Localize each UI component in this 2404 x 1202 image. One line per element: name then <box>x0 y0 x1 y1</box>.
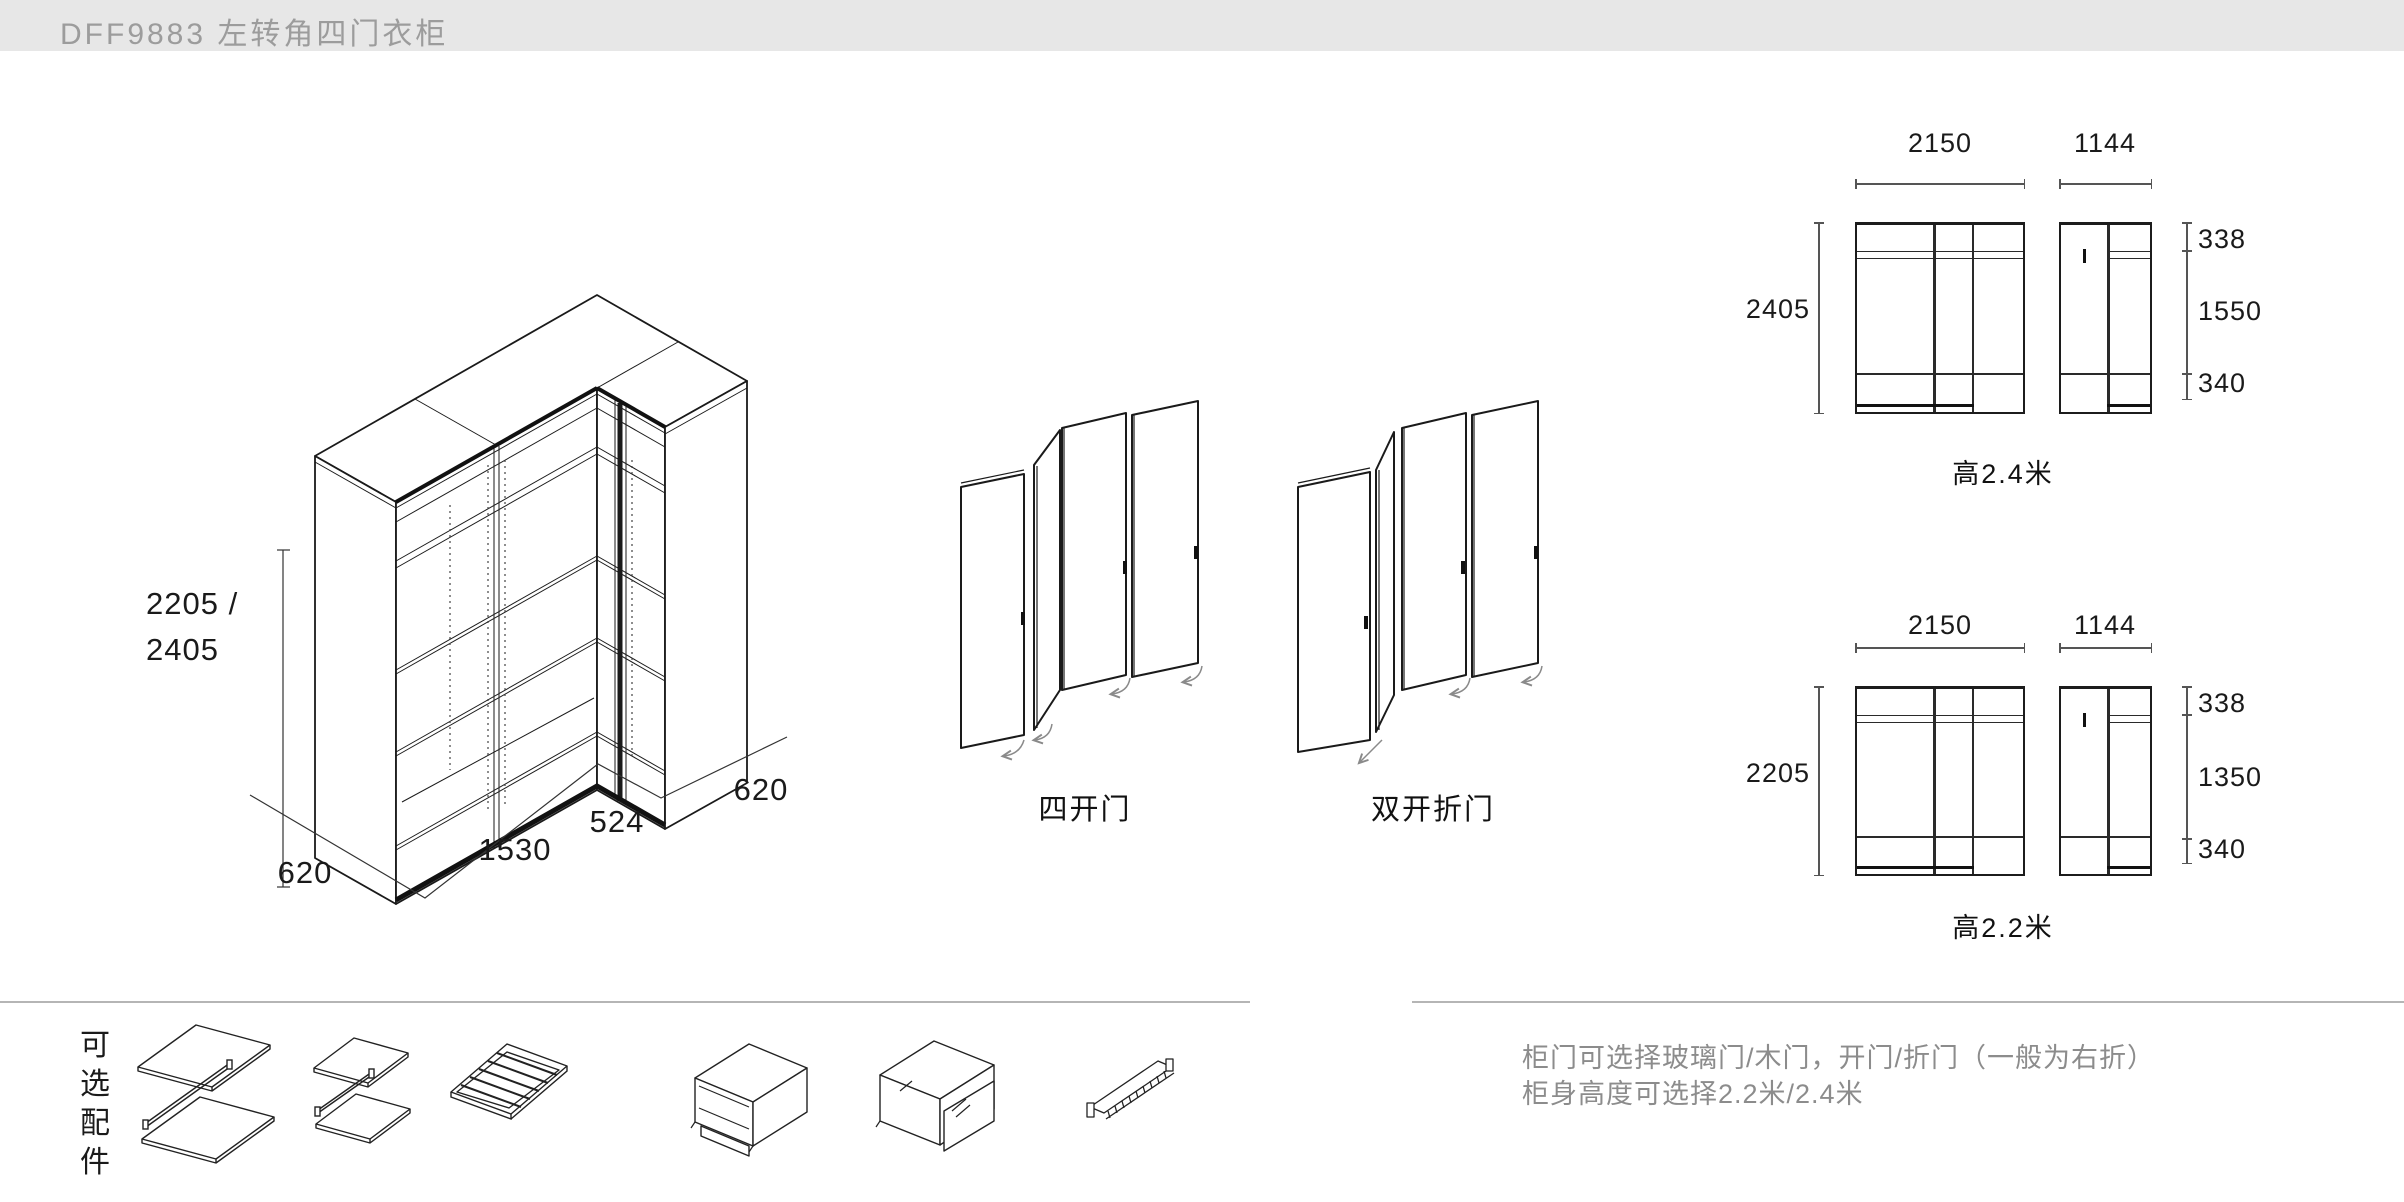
hook-mark <box>2083 249 2086 263</box>
elevB-front-left-unit <box>1855 686 2025 876</box>
elevB-width-main-dimline <box>1855 643 2025 653</box>
door-option1-caption: 四开门 <box>1038 794 1132 826</box>
optional-accessories-label: 可选配件 <box>80 1029 110 1179</box>
elevB-seg-mid-label: 1350 <box>2198 762 2263 792</box>
elevA-seg-bottom-label: 340 <box>2198 368 2247 398</box>
dim-width-corner: 524 <box>589 804 645 839</box>
door-option2-caption: 双开折门 <box>1370 794 1495 826</box>
double-shelf-with-rod-icon <box>137 1024 275 1164</box>
trouser-rack-icon <box>450 1043 568 1121</box>
shelf-line <box>1857 836 2023 838</box>
elevA-seg-top-label: 338 <box>2198 224 2247 254</box>
elevA-caption: 高2.4米 <box>1952 459 2054 489</box>
open-drawer-unit-icon <box>690 1043 808 1157</box>
elevA-width-side-label: 1144 <box>2073 128 2137 158</box>
divider-line <box>1933 689 1936 874</box>
section-divider-left <box>0 1001 1250 1003</box>
dim-width-main: 1530 <box>478 832 552 867</box>
elevA-height-dimline <box>1814 222 1824 414</box>
elevA-seg-mid-label: 1550 <box>2198 296 2263 326</box>
elevA-width-side-dimline <box>2059 179 2152 189</box>
hook-mark <box>2083 713 2086 727</box>
folding-door-diagram <box>1297 400 1543 765</box>
four-door-diagram <box>960 400 1203 761</box>
elevB-segment-dimline <box>2182 686 2192 864</box>
shelf-line <box>2061 373 2150 375</box>
hanging-rail-line <box>1857 715 2023 723</box>
plinth-bar <box>2107 866 2150 869</box>
page-title: DFF9883 左转角四门衣柜 <box>60 18 449 51</box>
elevA-front-right-unit <box>2059 222 2152 414</box>
glass-drawer-unit-icon <box>875 1040 995 1152</box>
small-shelf-with-rod-icon <box>313 1037 411 1144</box>
plinth-bar <box>1857 866 1974 869</box>
elevB-width-side-label: 1144 <box>2073 610 2137 640</box>
dim-depth-right: 620 <box>733 772 789 807</box>
divider-line <box>2107 689 2110 874</box>
elevA-front-left-unit <box>1855 222 2025 414</box>
elevA-height-label: 2405 <box>1745 294 1810 324</box>
shelf-line <box>2061 836 2150 838</box>
divider-line <box>2107 225 2110 412</box>
dim-height-line1: 2205 / <box>146 586 239 621</box>
divider-line <box>1933 225 1936 412</box>
elevB-width-main-label: 2150 <box>1907 610 1973 640</box>
elevB-height-label: 2205 <box>1745 758 1810 788</box>
elevB-height-dimline <box>1814 686 1824 876</box>
elevB-seg-bottom-label: 340 <box>2198 834 2247 864</box>
dim-height-line2: 2405 <box>146 632 219 667</box>
elevB-caption: 高2.2米 <box>1952 913 2054 943</box>
section-divider-right <box>1412 1001 2404 1003</box>
dim-depth-left: 620 <box>277 855 333 890</box>
plinth-bar <box>1857 404 1974 407</box>
plinth-bar <box>2107 404 2150 407</box>
elevB-width-side-dimline <box>2059 643 2152 653</box>
shelf-line <box>1857 373 2023 375</box>
hanging-rail-line <box>1857 251 2023 259</box>
elevA-width-main-dimline <box>1855 179 2025 189</box>
divider-line <box>1972 689 1974 874</box>
divider-line <box>1972 225 1974 412</box>
elevB-seg-top-label: 338 <box>2198 688 2247 718</box>
header-bar: DFF9883 左转角四门衣柜 <box>0 0 2404 51</box>
elevB-front-right-unit <box>2059 686 2152 876</box>
hanging-rail-line <box>2110 251 2150 259</box>
isometric-wardrobe-drawing <box>249 294 788 905</box>
note-line1: 柜门可选择玻璃门/木门，开门/折门（一般为右折） <box>1522 1043 2156 1073</box>
hanging-rail-line <box>2110 715 2150 723</box>
elevA-segment-dimline <box>2182 222 2192 400</box>
tie-rack-icon <box>1086 1058 1175 1120</box>
note-line2: 柜身高度可选择2.2米/2.4米 <box>1522 1079 1864 1109</box>
elevA-width-main-label: 2150 <box>1907 128 1973 158</box>
